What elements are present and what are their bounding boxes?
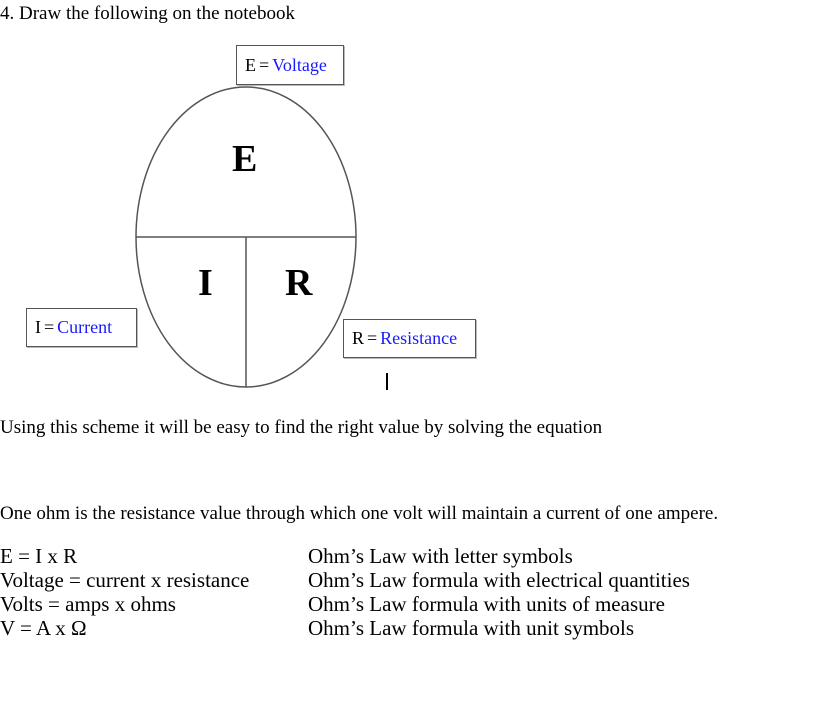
current-equals: =: [44, 317, 55, 337]
formula-description: Ohm’s Law with letter symbols: [308, 544, 573, 568]
voltage-term: Voltage: [272, 54, 327, 75]
resistance-equals: =: [367, 328, 378, 348]
current-label-box: I = Current: [26, 308, 137, 347]
text-cursor: [386, 373, 388, 390]
current-symbol: I: [35, 317, 41, 337]
ohm-definition-paragraph: One ohm is the resistance value through …: [0, 503, 719, 524]
letter-r: R: [285, 262, 313, 304]
voltage-equals: =: [259, 54, 270, 75]
voltage-symbol: E: [245, 54, 256, 75]
formula-text: Voltage = current x resistance: [0, 568, 250, 592]
formula-description: Ohm’s Law formula with units of measure: [308, 592, 665, 616]
resistance-label-box: R = Resistance: [343, 319, 476, 358]
formula-text: V = A x Ω: [0, 616, 87, 640]
formula-text: E = I x R: [0, 544, 78, 568]
letter-i: I: [198, 262, 213, 304]
page-heading: 4. Draw the following on the notebook: [0, 3, 295, 24]
current-term: Current: [57, 317, 113, 337]
resistance-symbol: R: [352, 328, 365, 348]
resistance-term: Resistance: [380, 328, 458, 348]
letter-e: E: [232, 138, 258, 180]
voltage-label-box: E = Voltage: [236, 45, 344, 85]
formula-description: Ohm’s Law formula with electrical quanti…: [308, 568, 690, 592]
ohms-law-diagram: [135, 86, 357, 388]
formula-text: Volts = amps x ohms: [0, 592, 176, 616]
scheme-paragraph: Using this scheme it will be easy to fin…: [0, 417, 603, 438]
formula-description: Ohm’s Law formula with unit symbols: [308, 616, 635, 640]
